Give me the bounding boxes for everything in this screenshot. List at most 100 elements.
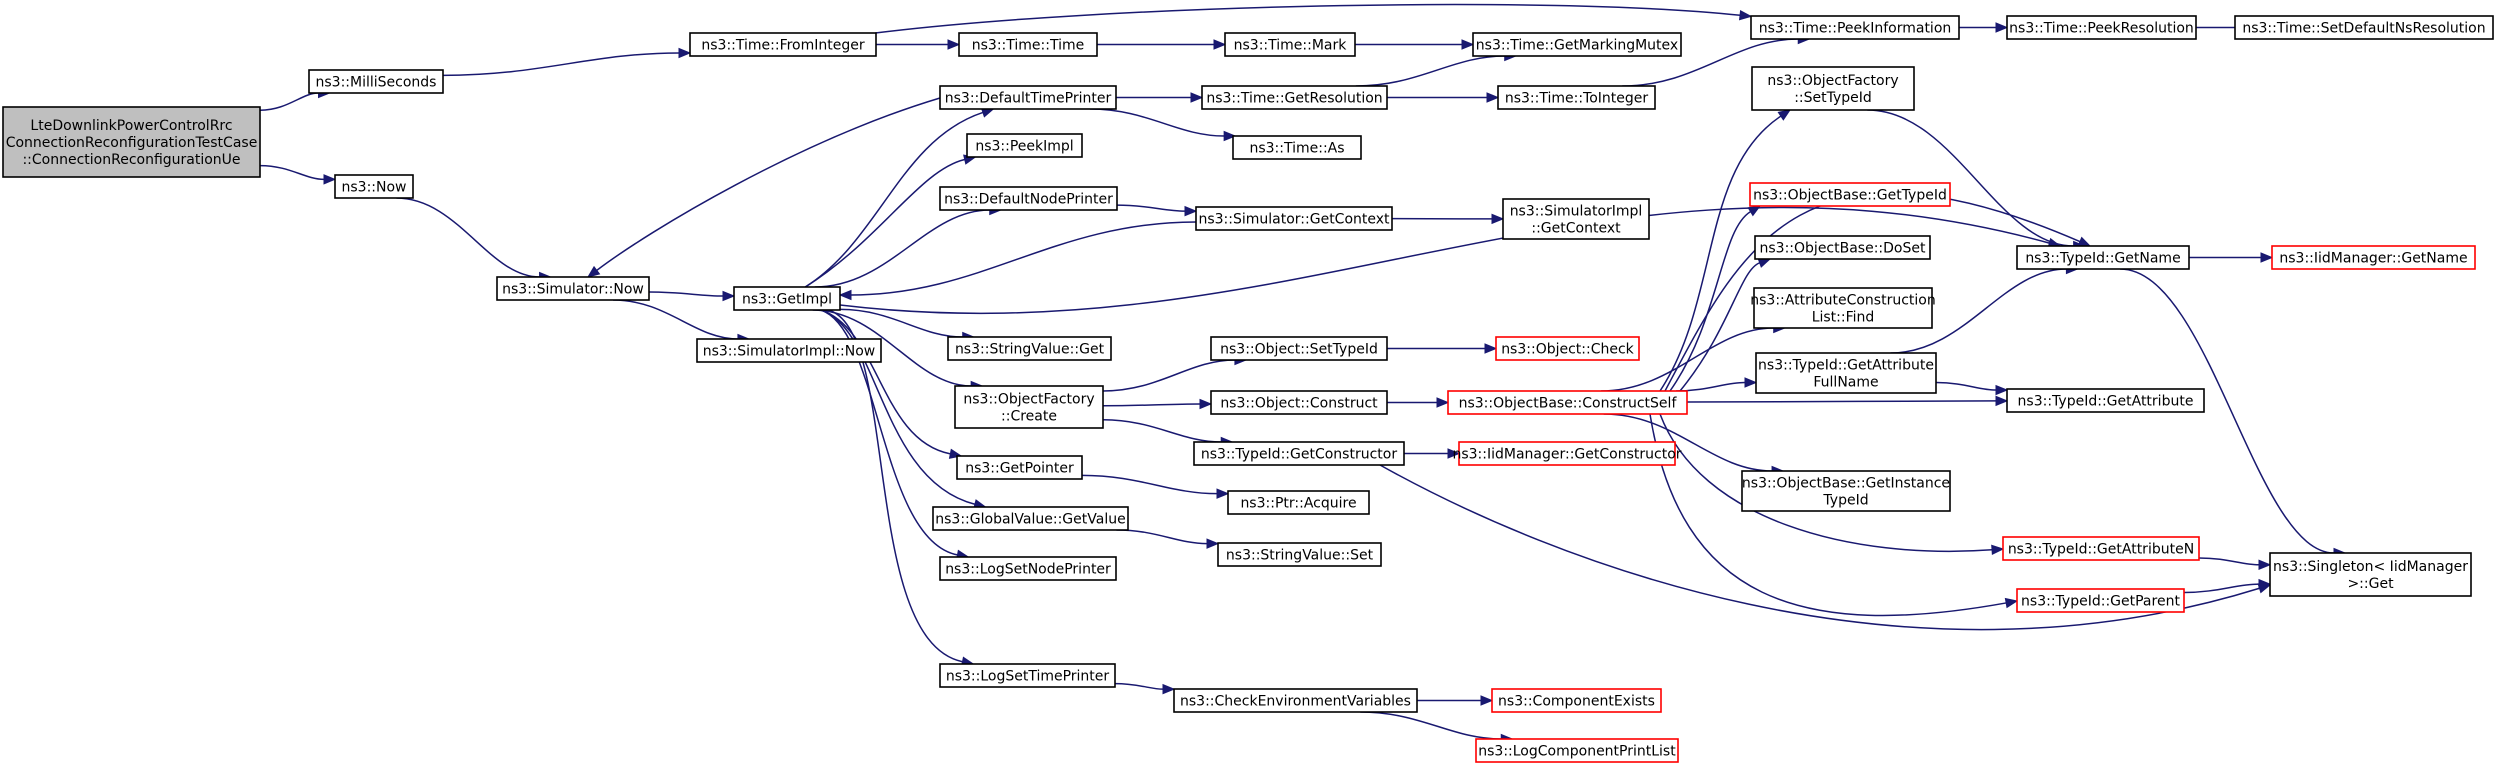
edge-arrowhead — [1447, 448, 1461, 459]
edge-arrowhead — [1216, 488, 1230, 499]
edge-objbase_constructself-to-typeid_getname — [1664, 192, 2092, 392]
node-gv-getvalue[interactable]: ns3::GlobalValue::GetValue — [932, 506, 1129, 531]
node-sim-getcontext[interactable]: ns3::Simulator::GetContext — [1195, 206, 1393, 231]
node-label: ns3::Time::ToInteger — [1505, 91, 1649, 107]
edge-line — [396, 197, 540, 278]
node-label: ns3::TypeId::GetAttribute — [2018, 394, 2194, 410]
node-getimpl[interactable]: ns3::GetImpl — [733, 286, 841, 311]
node-label: ns3::LogComponentPrintList — [1478, 744, 1676, 760]
node-getres[interactable]: ns3::Time::GetResolution — [1201, 85, 1388, 110]
node-label: ns3::TypeId::GetAttribute — [1758, 358, 1934, 374]
node-time-time[interactable]: ns3::Time::Time — [958, 32, 1098, 57]
node-box — [954, 385, 1104, 429]
node-time-as[interactable]: ns3::Time::As — [1232, 135, 1362, 160]
edge-line — [1686, 400, 1997, 403]
node-box — [2271, 245, 2476, 270]
node-typeid-getattributen[interactable]: ns3::TypeId::GetAttributeN — [2002, 536, 2200, 561]
node-getmarkingmutex[interactable]: ns3::Time::GetMarkingMutex — [1472, 32, 1682, 57]
node-logsettimeprinter[interactable]: ns3::LogSetTimePrinter — [939, 663, 1116, 688]
edge-sim_now-to-simimpl_now — [613, 299, 751, 345]
node-iid-getname[interactable]: ns3::IidManager::GetName — [2271, 245, 2476, 270]
edge-line — [1114, 682, 1164, 690]
node-setdefaultns[interactable]: ns3::Time::SetDefaultNsResolution — [2234, 15, 2494, 40]
edge-arrowhead — [1213, 39, 1227, 50]
node-obj-construct[interactable]: ns3::Object::Construct — [1210, 390, 1388, 415]
edge-line — [1679, 262, 1760, 392]
node-label: ns3::GetPointer — [965, 461, 1074, 477]
node-objbase-doset[interactable]: ns3::ObjectBase::DoSet — [1754, 235, 1931, 260]
node-milliseconds[interactable]: ns3::MilliSeconds — [308, 69, 444, 94]
node-obj-check[interactable]: ns3::Object::Check — [1495, 336, 1640, 361]
edge-line — [1116, 529, 1208, 545]
node-box — [1201, 85, 1388, 110]
node-obj-settypeid[interactable]: ns3::Object::SetTypeId — [1210, 336, 1388, 361]
node-simimpl-now[interactable]: ns3::SimulatorImpl::Now — [696, 338, 882, 363]
node-label: ns3::Time::As — [1249, 141, 1344, 157]
node-typeid-getparent[interactable]: ns3::TypeId::GetParent — [2016, 588, 2185, 613]
node-objfactory-settypeid[interactable]: ns3::ObjectFactory::SetTypeId — [1751, 66, 1915, 111]
edge-typeid_getname-to-singleton_get — [2119, 268, 2347, 559]
node-peekinfo[interactable]: ns3::Time::PeekInformation — [1750, 15, 1960, 40]
node-simimpl-getcontext[interactable]: ns3::SimulatorImpl::GetContext — [1502, 198, 1650, 240]
node-box — [939, 556, 1117, 581]
node-peekres[interactable]: ns3::Time::PeekResolution — [2006, 15, 2197, 40]
node-label: List::Find — [1812, 310, 1875, 326]
node-objbase-constructself[interactable]: ns3::ObjectBase::ConstructSelf — [1447, 390, 1688, 415]
node-label: ::SetTypeId — [1794, 90, 1872, 106]
node-label: ns3::ObjectBase::GetInstance — [1742, 476, 1950, 492]
node-label: ns3::SimulatorImpl::Now — [703, 344, 876, 360]
edge-arrowhead — [722, 290, 736, 302]
node-logcompprintlist[interactable]: ns3::LogComponentPrintList — [1475, 738, 1679, 763]
edge-arrowhead — [2260, 252, 2274, 263]
node-peekimpl[interactable]: ns3::PeekImpl — [966, 133, 1083, 158]
node-label: ns3::ObjectBase::DoSet — [1760, 241, 1926, 257]
node-typeid-getname[interactable]: ns3::TypeId::GetName — [2016, 245, 2190, 270]
node-typeid-getattribute[interactable]: ns3::TypeId::GetAttribute — [2006, 388, 2205, 413]
edge-objbase_constructself-to-objbase_gettypeid — [1669, 205, 1762, 392]
node-label: ns3::IidManager::GetConstructor — [1452, 447, 1681, 463]
node-box — [1447, 390, 1688, 415]
edge-objfactory_create-to-obj_settypeid — [1102, 354, 1248, 392]
node-tointeger[interactable]: ns3::Time::ToInteger — [1497, 85, 1656, 110]
node-typeid-getconstructor[interactable]: ns3::TypeId::GetConstructor — [1193, 441, 1405, 466]
node-box — [1193, 441, 1405, 466]
node-label: ns3::CheckEnvironmentVariables — [1180, 694, 1411, 710]
node-iid-getconstructor[interactable]: ns3::IidManager::GetConstructor — [1452, 441, 1682, 466]
node-ptr-acquire[interactable]: ns3::Ptr::Acquire — [1227, 490, 1370, 515]
node-mark[interactable]: ns3::Time::Mark — [1224, 32, 1356, 57]
node-singleton-get[interactable]: ns3::Singleton< IidManager>::Get — [2269, 552, 2472, 597]
edge-arrowhead — [2004, 597, 2019, 609]
edge-arrowhead — [838, 289, 852, 301]
edge-line — [1102, 403, 1201, 407]
node-root[interactable]: LteDownlinkPowerControlRrcConnectionReco… — [2, 106, 261, 178]
edge-arrowhead — [1744, 377, 1758, 388]
node-sim-now[interactable]: ns3::Simulator::Now — [496, 276, 650, 301]
node-defnodeprinter[interactable]: ns3::DefaultNodePrinter — [939, 186, 1118, 211]
node-logsetnodeprinter[interactable]: ns3::LogSetNodePrinter — [939, 556, 1117, 581]
edge-line — [1089, 108, 1225, 137]
node-now[interactable]: ns3::Now — [334, 174, 414, 199]
edge-objbase_constructself-to-typeid_getparent — [1649, 413, 2019, 617]
node-checkenv[interactable]: ns3::CheckEnvironmentVariables — [1173, 688, 1418, 713]
node-box — [966, 133, 1083, 158]
edge-arrowhead — [2258, 559, 2272, 571]
edge-line — [804, 111, 984, 288]
node-label: ns3::AttributeConstruction — [1750, 293, 1935, 309]
node-deftimeprinter[interactable]: ns3::DefaultTimePrinter — [939, 85, 1117, 110]
node-compexists[interactable]: ns3::ComponentExists — [1491, 688, 1662, 713]
node-box — [2016, 588, 2185, 613]
node-stringvalue-get[interactable]: ns3::StringValue::Get — [947, 336, 1112, 361]
node-fromint[interactable]: ns3::Time::FromInteger — [689, 32, 877, 57]
edge-arrowhead — [678, 47, 692, 59]
node-getpointer[interactable]: ns3::GetPointer — [956, 455, 1083, 480]
node-stringvalue-set[interactable]: ns3::StringValue::Set — [1217, 542, 1382, 567]
node-objbase-gettypeid[interactable]: ns3::ObjectBase::GetTypeId — [1749, 182, 1951, 207]
node-box — [932, 506, 1129, 531]
edge-line — [839, 206, 2050, 315]
node-box — [1741, 470, 1951, 512]
node-objfactory-create[interactable]: ns3::ObjectFactory::Create — [954, 385, 1104, 429]
